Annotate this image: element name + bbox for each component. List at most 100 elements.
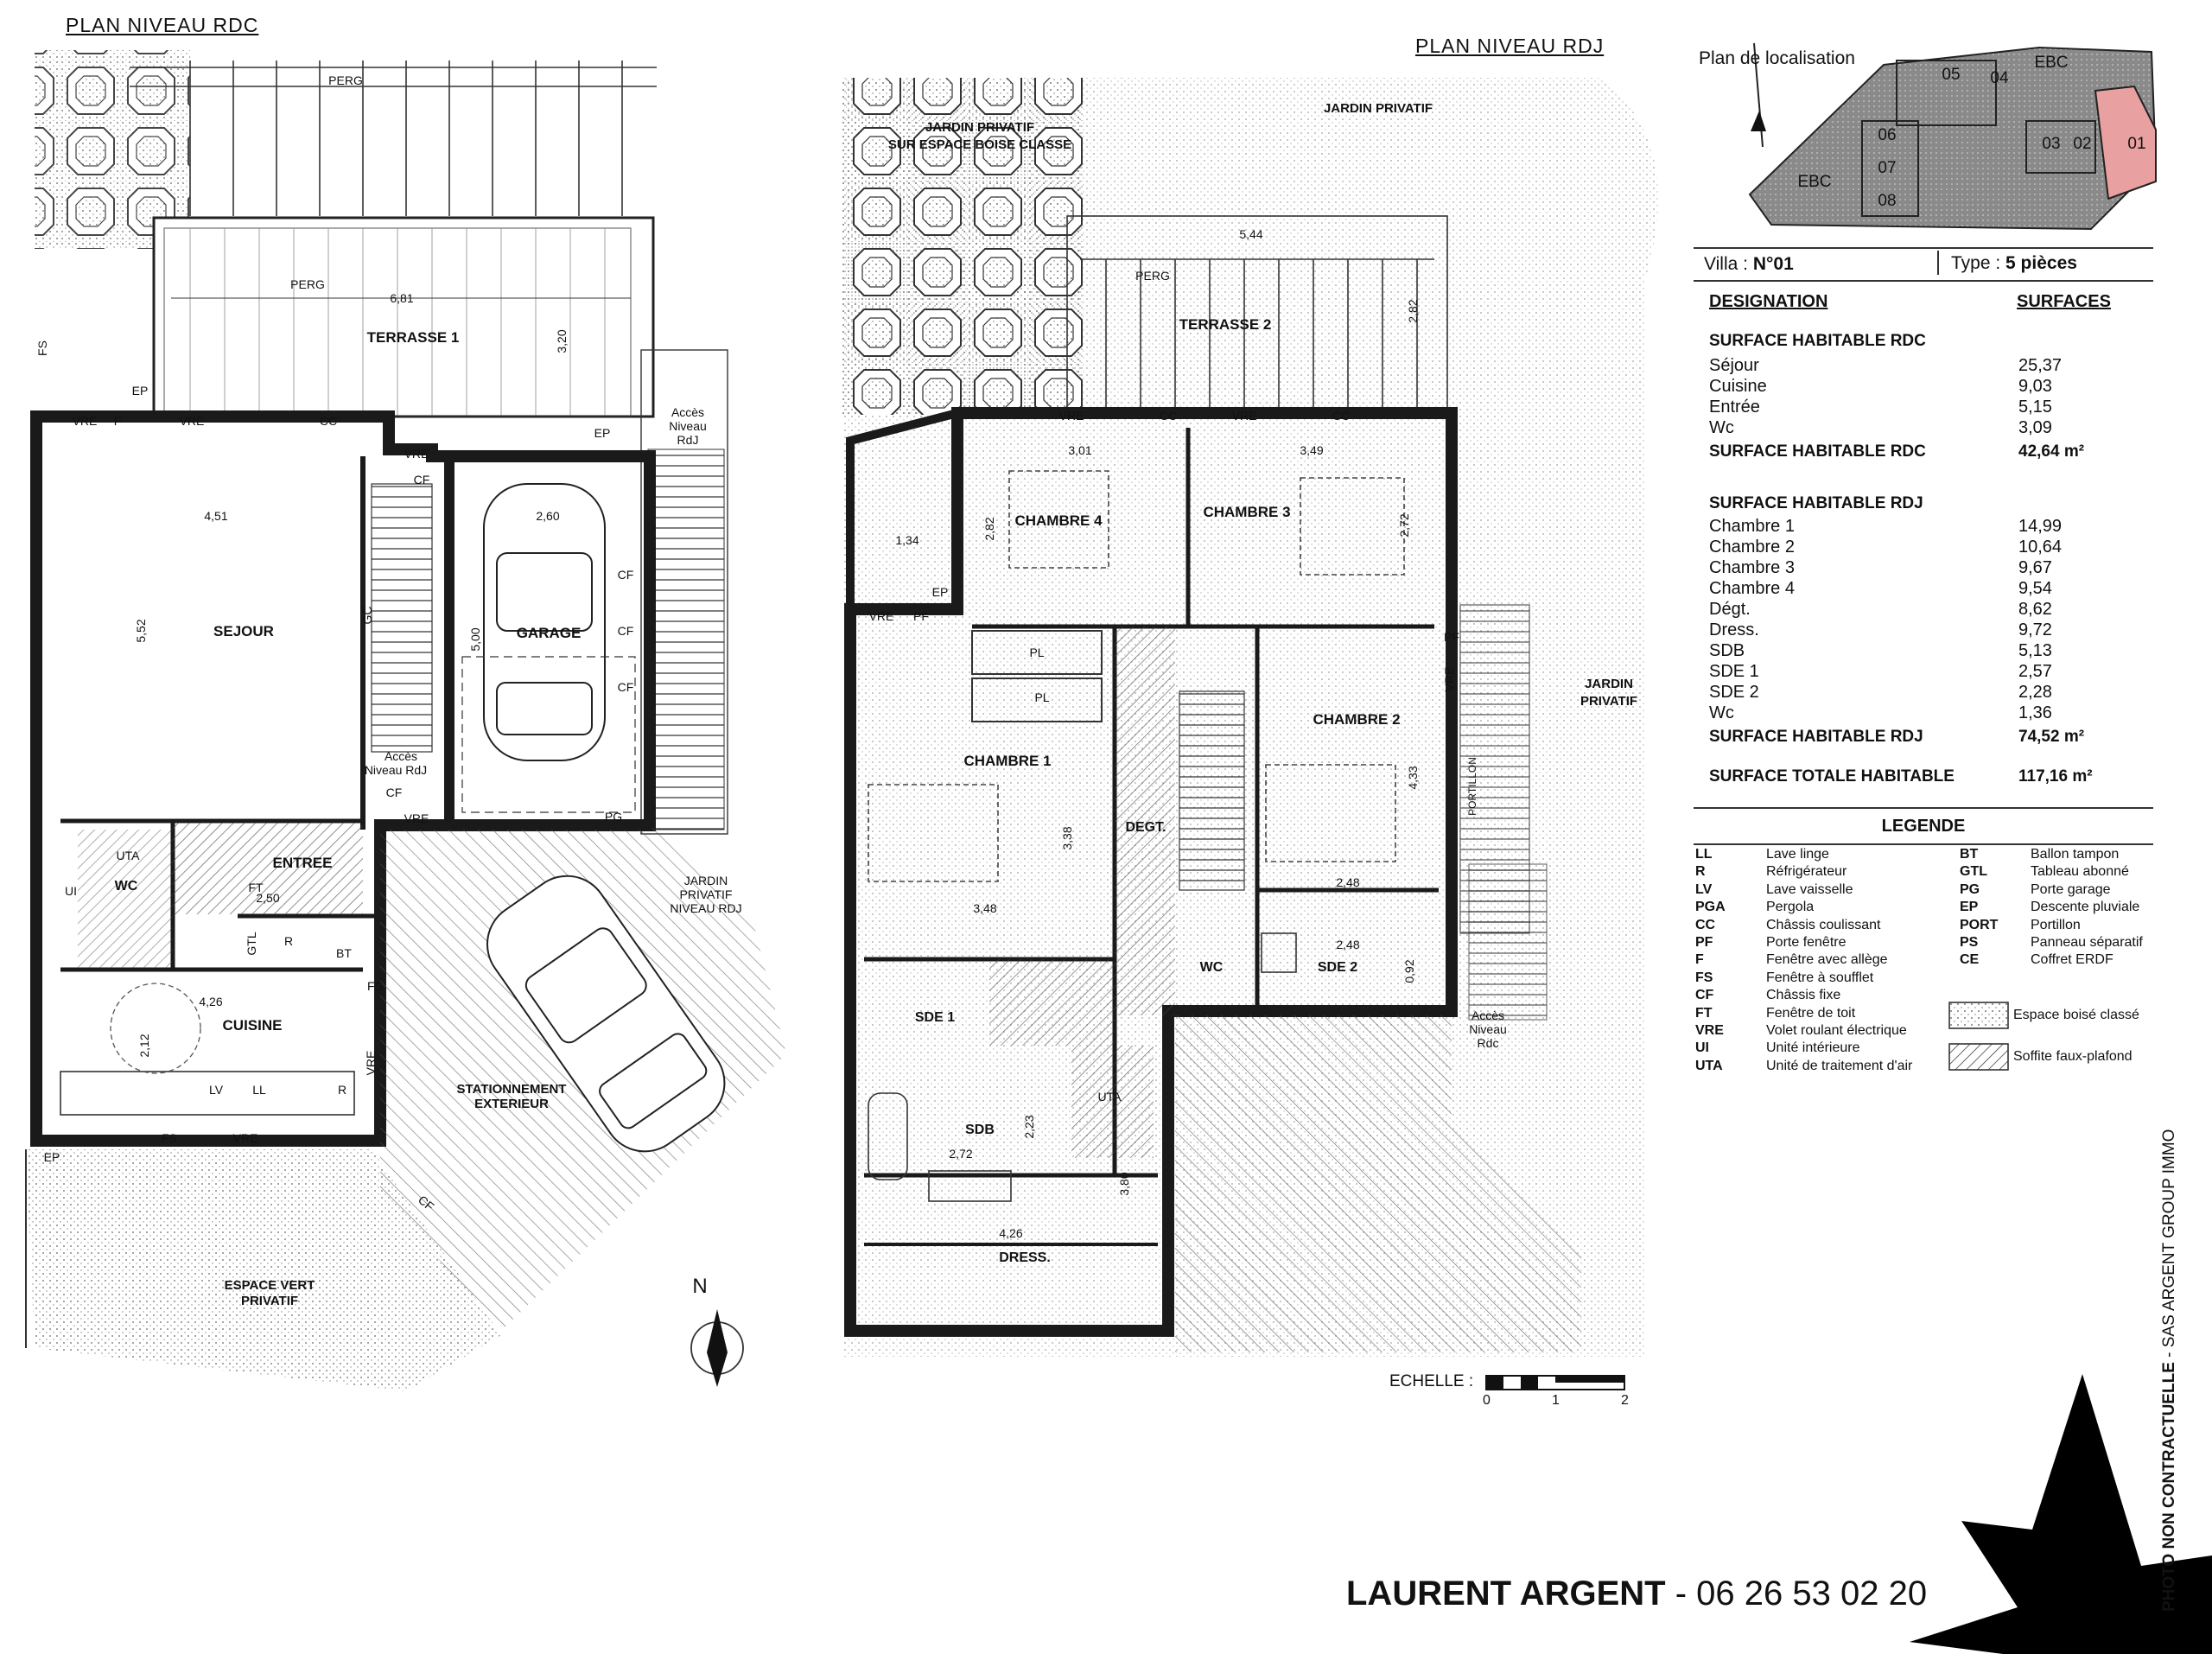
- rdc-ep-3: EP: [44, 1150, 60, 1164]
- rdj-row-value: 9,54: [2018, 579, 2052, 598]
- rdc-f: F: [114, 414, 122, 428]
- rdc-labels: PERG PERG 6,81 TERRASSE 1 3,20 FS EP VRE…: [35, 73, 708, 1298]
- rdj-sdb: SDB: [965, 1123, 995, 1137]
- rdc-fs-3: FS: [162, 1131, 177, 1145]
- legend-code: CC: [1695, 917, 1716, 932]
- lot-01-highlight: [2094, 85, 2157, 200]
- rdc-gtl: GTL: [245, 932, 258, 955]
- rdj-vre-4: VRE: [1442, 667, 1456, 692]
- rdc-ui: UI: [65, 884, 77, 898]
- garage-car: [483, 483, 606, 761]
- rdj-stair: [1179, 690, 1245, 891]
- rdc-perg-top: PERG: [328, 73, 363, 87]
- villa-label: Villa :: [1704, 254, 1748, 274]
- villa-info-bar: Villa : N°01 Type : 5 pièces: [1694, 247, 2153, 282]
- rdj-labels: JARDIN PRIVATIF SUR ESPACE BOISE CLASSE …: [869, 101, 1637, 1265]
- rdc-dim-250: 2,50: [256, 891, 279, 905]
- rdj-dim-282: 2,82: [1406, 299, 1420, 322]
- rdc-vre-garage: VRE: [404, 447, 429, 461]
- rdj-row-value: 1,36: [2018, 703, 2052, 722]
- rdc-vre-2: VRE: [404, 811, 429, 825]
- legend-desc: Coffret ERDF: [2031, 952, 2113, 968]
- rdj-acces-rdc-1: Accès: [1471, 1008, 1504, 1022]
- legend-code: F: [1695, 952, 1704, 968]
- rdj-dim-223: 2,23: [1022, 1115, 1036, 1138]
- rdc-dim-451: 4,51: [204, 509, 227, 523]
- rdj-perg: PERG: [1135, 269, 1170, 283]
- rdj-chambre1: CHAMBRE 1: [963, 753, 1051, 769]
- rdc-row-value: 5,15: [2018, 398, 2052, 417]
- rdj-sde1: SDE 1: [915, 1010, 955, 1025]
- rdc-cc: CC: [320, 414, 337, 428]
- legend-code: CF: [1695, 988, 1714, 1003]
- localisation-title: Plan de localisation: [1699, 48, 1855, 68]
- rdj-dim-380: 3,80: [1117, 1172, 1131, 1195]
- legend-code: PF: [1695, 935, 1713, 950]
- rdj-row-value: 5,13: [2018, 641, 2052, 660]
- rdj-pl-2: PL: [1034, 690, 1049, 704]
- rdj-dim-426: 4,26: [999, 1226, 1022, 1240]
- rdj-dim-433: 4,33: [1406, 766, 1420, 789]
- rdj-row-value: 14,99: [2018, 517, 2063, 536]
- rdc-row-value: 3,09: [2018, 418, 2052, 437]
- villa-type-label: Type :: [1951, 253, 2001, 273]
- rdj-chambre2: CHAMBRE 2: [1313, 711, 1400, 728]
- scale-bar: [1485, 1375, 1625, 1390]
- rdj-pf-1: PF: [913, 609, 929, 623]
- rdc-terrasse: TERRASSE 1: [367, 329, 460, 346]
- rdj-row-value: 9,72: [2018, 620, 2052, 639]
- rdc-jardin-rdj-1: JARDIN: [684, 874, 728, 887]
- legend-code: FS: [1695, 970, 1713, 985]
- scale-label: ECHELLE :: [1389, 1372, 1474, 1390]
- rdc-jardin-rdj-3: NIVEAU RDJ: [670, 901, 741, 915]
- rdj-dim-134: 1,34: [895, 533, 918, 547]
- lot-01: 01: [2127, 135, 2145, 153]
- rdj-ep: EP: [932, 585, 949, 599]
- rdj-beds: [868, 470, 1405, 882]
- rdc-multiline-labels: Accès Niveau RdJ Accès Niveau RdJ JARDIN…: [225, 405, 742, 1308]
- rdc-fs: FS: [35, 340, 49, 356]
- rdj-row-name: Dégt.: [1709, 600, 1751, 619]
- rdj-plan-title: PLAN NIVEAU RDJ: [1415, 35, 1605, 57]
- rdc-cf-5: CF: [386, 786, 403, 799]
- rdc-stationnement-1: STATIONNEMENT: [457, 1082, 567, 1097]
- rdc-ll: LL: [252, 1083, 266, 1097]
- legend-desc: Fenêtre à soufflet: [1766, 970, 1874, 985]
- legend-desc: Pergola: [1766, 900, 1815, 915]
- legend-desc: Fenêtre de toit: [1766, 1005, 1856, 1021]
- rdj-row-name: Wc: [1709, 703, 1734, 722]
- lot-06: 06: [1878, 126, 1896, 144]
- rdj-walls: [844, 407, 1458, 1337]
- lot-02: 02: [2073, 135, 2091, 153]
- rdc-dim-681: 6,81: [390, 291, 413, 305]
- rdj-acces-rdc-2: Niveau: [1469, 1022, 1507, 1036]
- swatch-soffite: [1948, 1043, 2009, 1071]
- vertical-disclaimer: PHOTO NON CONTRACTUELLE - SAS ARGENT GRO…: [2160, 1129, 2179, 1612]
- rdj-cc-1: CC: [1160, 409, 1177, 423]
- rdj-row-name: Dress.: [1709, 620, 1759, 639]
- localisation-labels: 05 04 06 07 08 03 02 01 EBC EBC: [1797, 54, 2145, 210]
- legend-desc: Fenêtre avec allège: [1766, 952, 1888, 968]
- rdj-jardin-privatif: JARDIN PRIVATIF: [1324, 101, 1433, 116]
- rdj-dim-248b: 2,48: [1336, 938, 1359, 951]
- rdc-vre-f: VRE: [73, 414, 98, 428]
- rdc-bt: BT: [336, 946, 352, 960]
- legend-desc: Châssis coulissant: [1766, 917, 1881, 932]
- scale-tick-2: 2: [1621, 1393, 1629, 1408]
- rdc-dim-500: 5,00: [468, 627, 482, 651]
- scale-tick-0: 0: [1483, 1393, 1491, 1408]
- legend-desc: Porte fenêtre: [1766, 935, 1847, 950]
- rdj-row-value: 9,67: [2018, 558, 2052, 577]
- ebc-label-2: EBC: [1797, 173, 1831, 191]
- rdj-row-name: SDE 2: [1709, 683, 1759, 702]
- rdc-row-name: Cuisine: [1709, 377, 1767, 396]
- rdc-acces-rdj-1: Accès: [671, 405, 704, 419]
- rdj-chambre3: CHAMBRE 3: [1203, 504, 1290, 520]
- rdc-r-2: R: [338, 1083, 346, 1097]
- swatch-soffite-label: Soffite faux-plafond: [2013, 1049, 2133, 1064]
